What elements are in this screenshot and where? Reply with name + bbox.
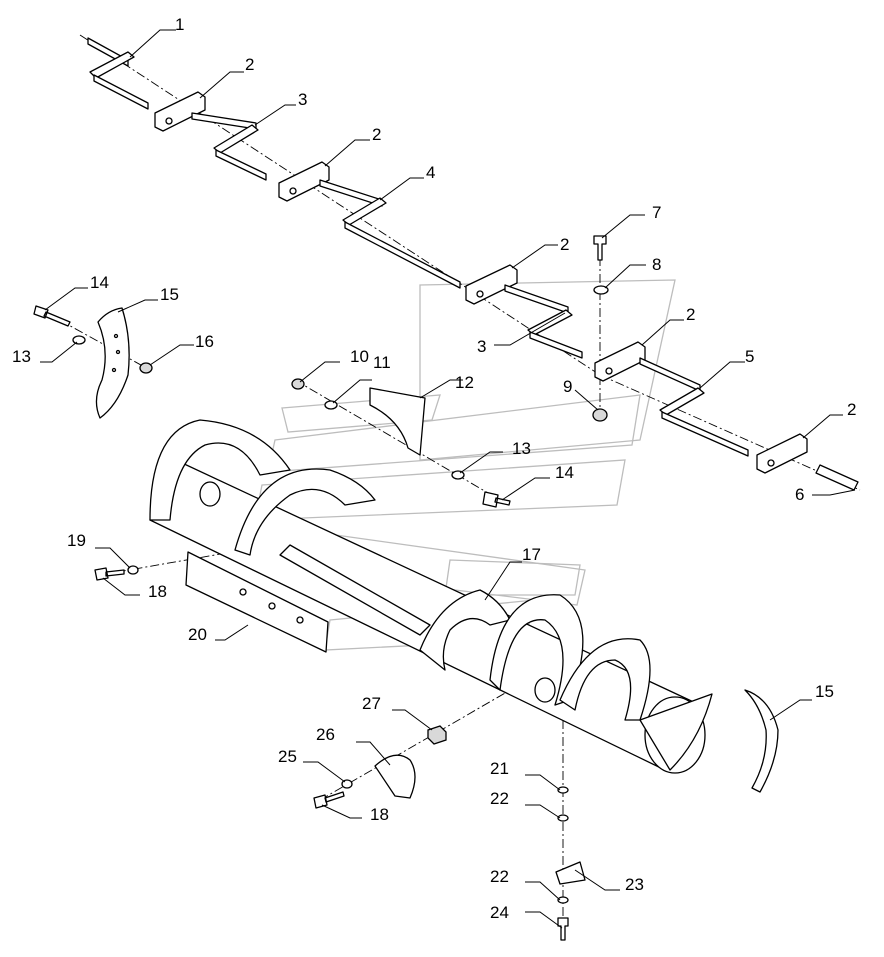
bolt-14a: [33, 305, 71, 327]
nut-16: [139, 362, 153, 374]
end-plate-12: [369, 387, 426, 456]
bolt-18b: [313, 791, 345, 809]
callout-2d: 2: [686, 305, 695, 324]
callout-25: 25: [278, 747, 297, 766]
callout-4: 4: [426, 163, 435, 182]
washer-22a: [557, 814, 569, 822]
callout-23: 23: [625, 875, 644, 894]
callout-2c: 2: [560, 235, 569, 254]
bolt-18a: [94, 567, 125, 581]
auger-slot: [279, 544, 431, 636]
mounting-strip-20: [185, 551, 329, 653]
connector-block-a: [154, 91, 206, 132]
flight-end-15b: [744, 689, 779, 793]
crank-shaft-5: [639, 357, 701, 392]
callout-13b: 13: [512, 439, 531, 458]
washer-11: [324, 400, 338, 410]
flight-mid-left: [234, 468, 376, 556]
crank-shaft-3b: [504, 284, 569, 314]
connector-block-d: [594, 341, 646, 382]
callout-9: 9: [563, 377, 572, 396]
bracket-23: [555, 861, 586, 885]
callout-labels: 1 2 3 2 4 2 7 8 3 2 5 9 2 6 14 15 13 16 …: [12, 15, 856, 922]
nut-27: [427, 725, 447, 745]
flights-and-plates: [95, 307, 779, 885]
callout-2a: 2: [245, 55, 254, 74]
flight-left: [149, 419, 291, 521]
callout-17: 17: [522, 545, 541, 564]
callout-20: 20: [188, 625, 207, 644]
callout-21: 21: [490, 759, 509, 778]
flight-end-15a: [95, 307, 130, 419]
callout-22a: 22: [490, 789, 509, 808]
nut-9: [592, 408, 608, 422]
callout-1: 1: [175, 15, 184, 34]
callout-14b: 14: [555, 463, 574, 482]
washer-21: [557, 786, 569, 794]
callout-16: 16: [195, 332, 214, 351]
washer-19: [127, 565, 139, 575]
fasteners: [33, 235, 609, 941]
cover-plate-26: [374, 754, 416, 799]
washer-13a: [72, 335, 86, 345]
callout-2b: 2: [372, 125, 381, 144]
callout-18a: 18: [148, 582, 167, 601]
callout-2e: 2: [847, 400, 856, 419]
washer-22b: [557, 896, 569, 904]
callout-3a: 3: [298, 90, 307, 109]
callout-15a: 15: [160, 285, 179, 304]
washer-8: [593, 285, 609, 295]
callout-13a: 13: [12, 347, 31, 366]
bolt-24: [557, 917, 569, 941]
leader-lines: [40, 29, 856, 929]
callout-27: 27: [362, 694, 381, 713]
bolt-14b: [482, 491, 511, 508]
crank-shaft-3a: [191, 112, 257, 130]
end-pin-6: [815, 464, 859, 491]
washer-13b: [451, 470, 465, 480]
bolt-7: [593, 235, 607, 261]
callout-22b: 22: [490, 867, 509, 886]
linkage-assembly: [87, 37, 859, 491]
callout-5: 5: [745, 347, 754, 366]
callout-24: 24: [490, 903, 509, 922]
callout-12: 12: [455, 373, 474, 392]
callout-7: 7: [652, 203, 661, 222]
callout-6: 6: [795, 485, 804, 504]
connector-block-e: [756, 433, 808, 474]
callout-19: 19: [67, 531, 86, 550]
callout-11: 11: [373, 353, 391, 372]
callout-3b: 3: [477, 337, 486, 356]
auger: [149, 419, 713, 774]
callout-10: 10: [350, 347, 369, 366]
callout-14a: 14: [90, 273, 109, 292]
callout-15b: 15: [815, 682, 834, 701]
callout-26: 26: [316, 725, 335, 744]
callout-8: 8: [652, 255, 661, 274]
connector-block-c: [465, 264, 518, 305]
callout-18b: 18: [370, 805, 389, 824]
